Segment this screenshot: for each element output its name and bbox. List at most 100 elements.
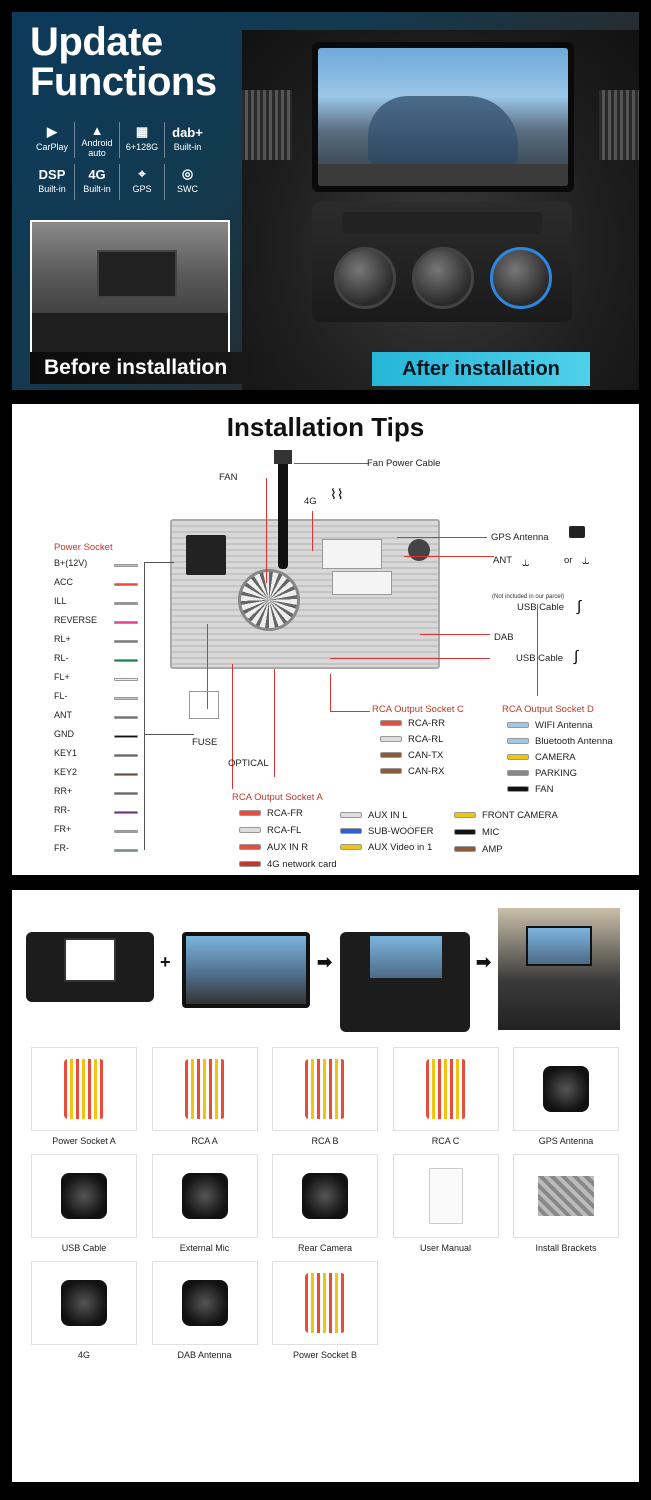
rca-c-item: CAN-TX [380,750,443,761]
gps-antenna-icon [543,1066,589,1112]
connector-icon [380,768,402,775]
wire-color-swatch [114,564,138,567]
accessory-label: Power Socket A [52,1136,116,1146]
rca-a-item: RCA-FL [239,825,301,836]
not-included-note: (Not included in our parcel) [492,594,565,600]
connector-label: RCA-FR [267,808,303,819]
accessory-image [31,1261,137,1345]
arrow-2: ➡ [476,952,492,972]
head-unit-rear [170,519,440,669]
rca-a-item: 4G network card [239,859,337,870]
dab-label: DAB [494,632,514,643]
feature-label: CarPlay [35,142,68,152]
accessory-image [392,1154,499,1238]
connector-icon [340,828,362,835]
power-socket-row: GND [54,729,144,743]
connector-icon [507,738,529,745]
accessory-label: External Mic [179,1243,230,1253]
connector-icon [454,846,476,853]
wire-label: RR+ [54,786,73,796]
rca-d-title: RCA Output Socket D [502,704,594,715]
rca-a-title: RCA Output Socket A [232,792,323,803]
accessory-image [513,1154,619,1238]
rca-b-icon [305,1059,345,1119]
rca-d-item: WIFI Antenna [507,720,593,731]
feature-label: SWC [177,184,198,194]
rca-a-item: AMP [454,844,503,855]
fan-connector [274,450,292,464]
accessory-item: Rear Camera [272,1154,378,1253]
accessory-item: Install Brackets [513,1154,619,1253]
wire-label: B+(12V) [54,558,88,568]
connector-label: RCA-FL [267,825,302,836]
wire-color-swatch [114,621,138,624]
rca-a-item: AUX IN R [239,842,308,853]
connector-label: RCA-RR [408,718,445,729]
rca-d-item: Bluetooth Antenna [507,736,613,747]
connector-label: Bluetooth Antenna [535,736,613,747]
rca-a-item: AUX IN L [340,810,408,821]
accessory-label: Rear Camera [297,1243,353,1253]
wire-label: ILL [54,596,67,606]
connector-label: RCA-RL [408,734,444,745]
before-installation-label: Before installation [30,352,275,384]
fan-knob [334,247,396,309]
connector-icon [239,810,261,817]
rca-d-item: CAMERA [507,752,576,763]
connector-icon [507,722,529,729]
power-socket-row: RR- [54,805,144,819]
accessory-image [392,1047,499,1131]
installation-tips-title: Installation Tips [226,412,425,442]
4g-label: 4G [304,496,317,507]
feature-item: ▦6+128G [120,122,165,158]
accessory-item: Power Socket B [272,1261,378,1360]
wire-color-swatch [114,640,138,643]
wire-label: RR- [54,805,70,815]
power-socket-row: RL- [54,653,144,667]
install-brackets-icon [538,1176,594,1216]
connector-label: WIFI Antenna [535,720,593,731]
wire-label: FL- [54,691,68,701]
installation-tips-panel: Installation Tips Fan Power Cable FAN 4G… [12,404,639,875]
power-socket-row: KEY2 [54,767,144,781]
wire-color-swatch [114,602,138,605]
connector-icon [239,827,261,834]
accessory-label: GPS Antenna [538,1136,594,1146]
power-socket-row: FR+ [54,824,144,838]
wire-label: KEY1 [54,748,78,758]
4g-antenna-icon: ⌇⌇ [330,486,344,502]
accessory-item: RCA B [272,1047,378,1146]
wire-color-swatch [114,735,138,738]
wire-color-swatch [114,697,138,700]
connector-icon [507,770,529,777]
rca-d-item: PARKING [507,768,577,779]
connector-label: AUX Video in 1 [368,842,433,853]
accessory-label: RCA B [311,1136,339,1146]
wire-color-swatch [114,792,138,795]
power-socket-title: Power Socket [54,542,113,553]
accessory-item: Power Socket A [31,1047,137,1146]
dsp-icon: DSP [38,166,66,182]
or-label: or [564,555,573,566]
power-socket-row: FL+ [54,672,144,686]
wire-label: REVERSE [54,615,98,625]
cooling-fan [238,569,300,631]
rca-a-item: FRONT CAMERA [454,810,558,821]
accessory-image [151,1261,258,1345]
usb-cable-icon-2: ∫ [574,648,579,665]
gps-antenna-label: GPS Antenna [491,532,549,543]
connector-icon [507,786,529,793]
power-socket-row: RR+ [54,786,144,800]
dab-icon: dab+ [172,124,203,140]
rca-c-item: RCA-RL [380,734,443,745]
accessory-label: Power Socket B [292,1350,358,1360]
external-mic-icon [181,1173,228,1219]
accessory-item: External Mic [151,1154,258,1253]
feature-label: Built-in [173,142,202,152]
connector-label: FAN [535,784,554,795]
rca-a-item: SUB-WOOFER [340,826,433,837]
connector-icon [380,720,402,727]
